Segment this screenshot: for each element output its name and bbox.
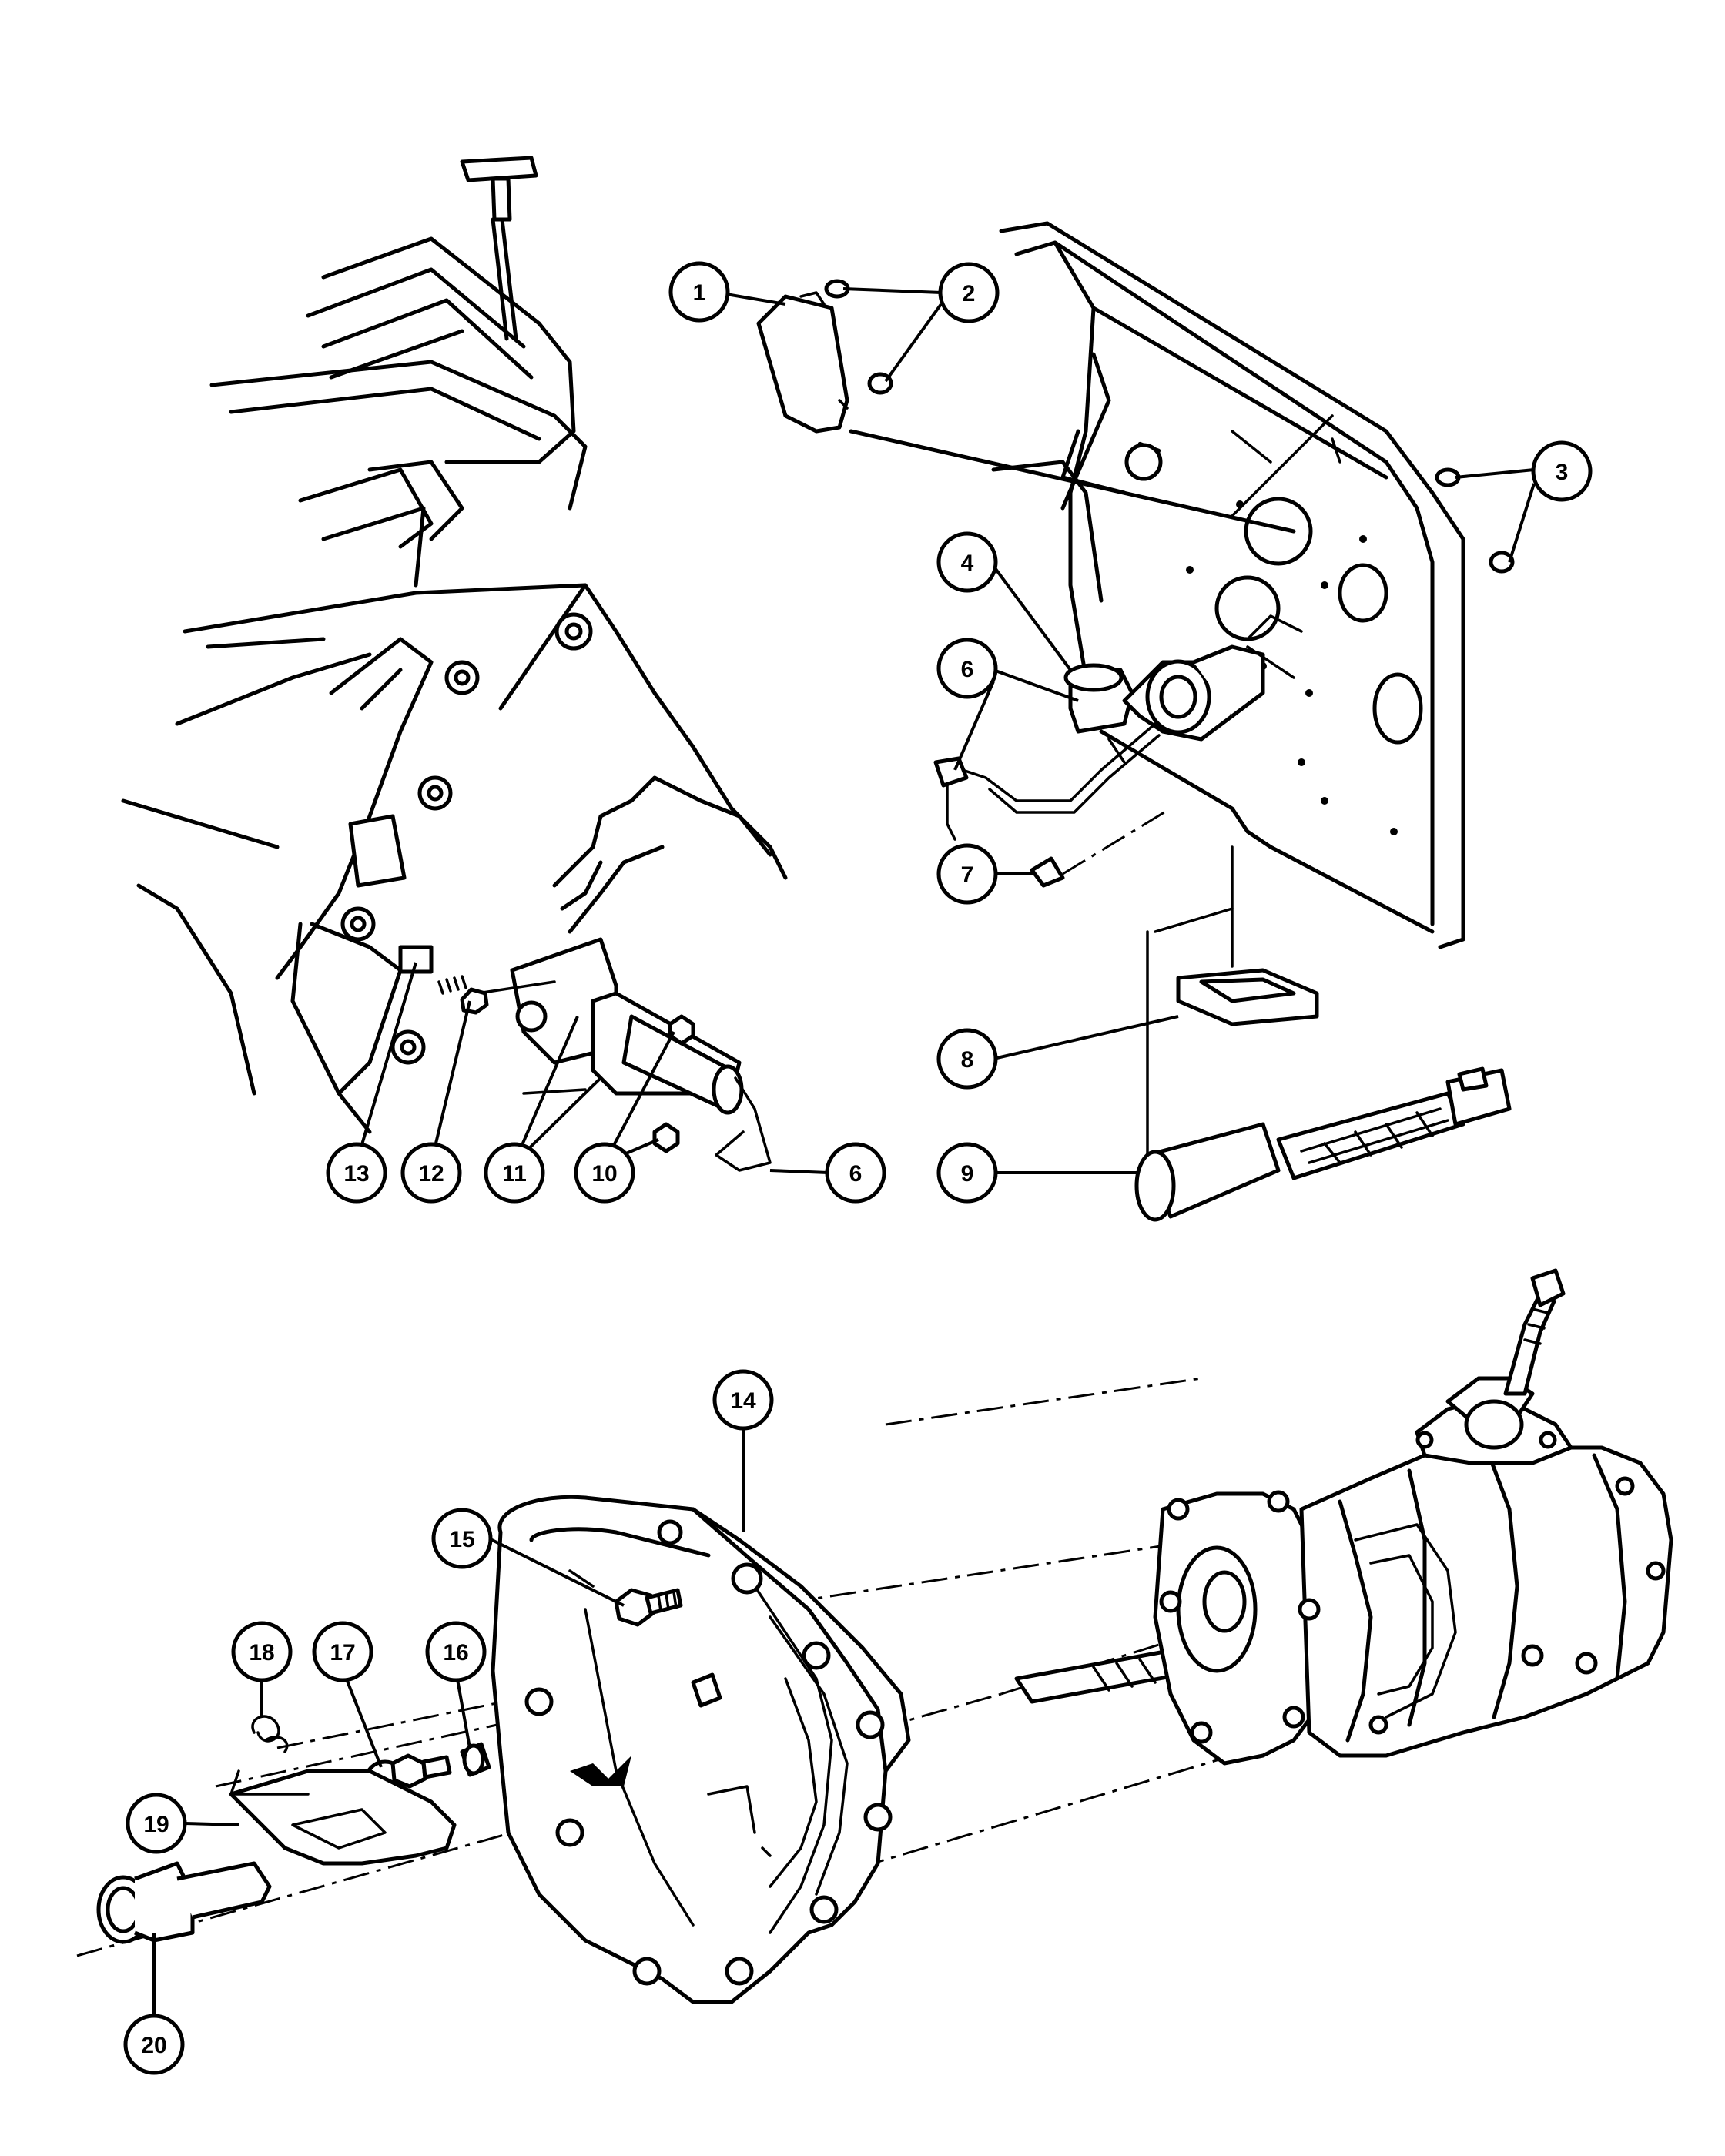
leader-lines [152,287,1536,2016]
nut-10-illustration [652,1014,695,1153]
transmission-case-illustration [1153,1268,1673,1766]
callout-16: 16 [425,1621,487,1682]
callout-15-label: 15 [449,1527,474,1552]
callout-19: 19 [126,1793,187,1854]
callout-10: 10 [574,1142,635,1204]
callout-8: 8 [936,1028,998,1090]
release-bearing-20-illustration [96,1861,272,1944]
callout-6-upper: 6 [936,638,998,699]
callout-17-label: 17 [330,1640,355,1666]
clip-7-illustration [1030,807,1171,888]
callout-7: 7 [936,843,998,905]
spring-clip-18-illustration [251,1715,289,1753]
callout-20-label: 20 [141,2033,166,2058]
callout-6-lower-label: 6 [849,1161,862,1187]
switch-8-illustration [1176,845,1319,1026]
harness-9-illustration [1134,907,1512,1222]
transmission-illustration [76,1268,1673,2004]
callout-6-lower: 6 [825,1142,886,1204]
callout-14: 14 [712,1369,774,1431]
engine-block-illustration [121,156,788,1172]
callout-8-label: 8 [961,1047,974,1073]
master-cylinder-illustration [1063,614,1303,764]
callout-9: 9 [936,1142,998,1204]
grommet-3-illustration [1435,467,1515,574]
callout-11-label: 11 [502,1161,527,1187]
cover-plate-illustration [756,291,849,434]
bolt-15-illustration [614,1588,683,1627]
callout-14-label: 14 [730,1388,756,1414]
callout-11: 11 [484,1142,545,1204]
callout-18-label: 18 [249,1640,274,1666]
dipstick-illustration [460,156,538,341]
flange-bolt [390,1029,426,1065]
hydraulic-line-illustration [933,722,1161,841]
callout-3: 3 [1531,440,1593,502]
firewall-illustration [756,221,1515,1222]
callout-1: 1 [668,261,730,323]
flange-bolt [340,906,376,942]
dowel-16-illustration [460,1672,722,1777]
callout-17: 17 [312,1621,373,1682]
callout-12: 12 [400,1142,462,1204]
callout-12-label: 12 [418,1161,444,1187]
callout-2: 2 [938,262,1000,323]
hex-nut [460,987,489,1015]
slave-cylinder-illustration [591,991,744,1115]
callout-16-label: 16 [443,1640,468,1666]
bracket-13-illustration [398,945,434,974]
callout-1-label: 1 [693,280,706,306]
callout-9-label: 9 [961,1161,974,1187]
callout-19-label: 19 [143,1812,169,1837]
callout-7-label: 7 [961,862,974,888]
callout-15: 15 [431,1508,493,1569]
flange-bolt [417,775,453,811]
release-fork-19-illustration [229,1769,457,1866]
callout-6-upper-label: 6 [961,657,974,682]
spring-12-illustration [437,975,467,995]
flange-bolt [444,660,480,695]
callout-13: 13 [326,1142,387,1204]
callout-20: 20 [123,2014,185,2075]
callout-4-label: 4 [961,551,974,576]
bellhousing-14-illustration [491,1495,911,2004]
callout-4: 4 [936,531,998,593]
callout-2-label: 2 [963,281,976,306]
grommet-2-illustration [824,279,893,395]
callout-3-label: 3 [1556,460,1569,485]
callout-10-label: 10 [591,1161,617,1187]
callout-18: 18 [231,1621,293,1682]
flange-bolt [554,612,593,651]
callout-13-label: 13 [343,1161,369,1187]
